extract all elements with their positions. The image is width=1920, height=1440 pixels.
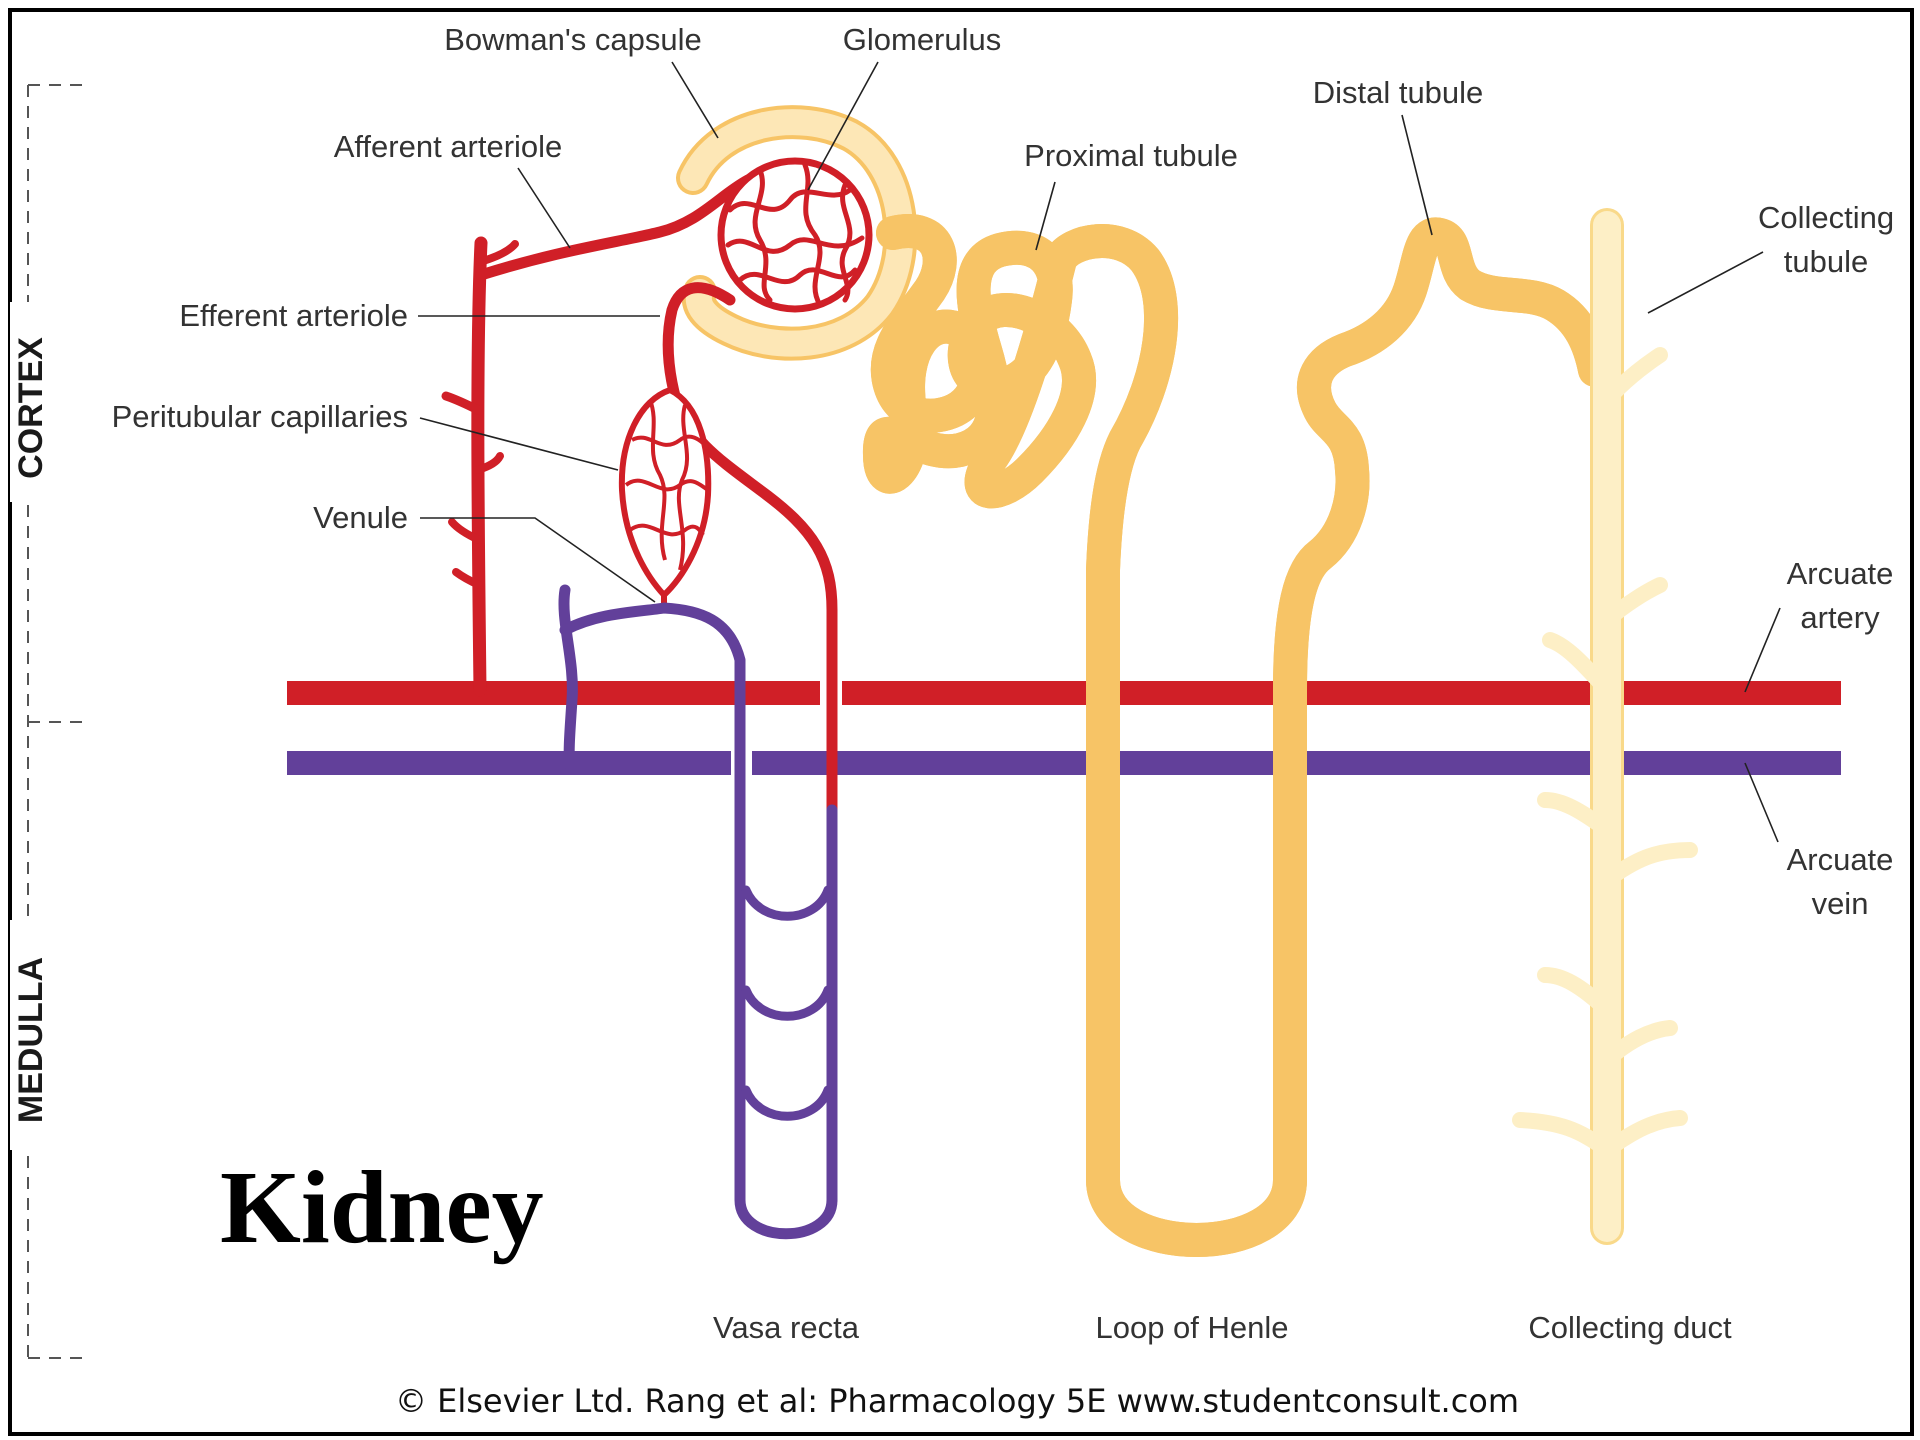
label-collecting-duct: Collecting duct: [1528, 1310, 1732, 1345]
label-vasa-recta: Vasa recta: [713, 1310, 860, 1345]
label-arcuate-artery-1: Arcuate: [1787, 556, 1894, 591]
renal-tubule: [880, 231, 1595, 1240]
label-venule: Venule: [313, 500, 408, 535]
label-bowmans-capsule: Bowman's capsule: [444, 22, 702, 57]
label-collecting-tubule-1: Collecting: [1758, 200, 1894, 235]
label-arcuate-vein-2: vein: [1812, 886, 1869, 921]
diagram-title: Kidney: [220, 1150, 544, 1265]
label-arcuate-artery-2: artery: [1800, 600, 1880, 635]
label-peritubular-capillaries: Peritubular capillaries: [112, 399, 408, 434]
afferent-arteriole: [481, 180, 748, 275]
credit-line: © Elsevier Ltd. Rang et al: Pharmacology…: [395, 1382, 1519, 1420]
peritubular-capillaries: [622, 390, 708, 605]
medulla-label: MEDULLA: [12, 957, 50, 1123]
vasa-recta: [740, 810, 832, 1234]
label-proximal-tubule: Proximal tubule: [1024, 138, 1238, 173]
label-loop-of-henle: Loop of Henle: [1095, 1310, 1288, 1345]
interlobular-artery: [446, 243, 515, 690]
glomerulus: [721, 161, 869, 309]
label-collecting-tubule-2: tubule: [1784, 244, 1868, 279]
collecting-duct: [1520, 225, 1690, 1228]
label-afferent-arteriole: Afferent arteriole: [334, 129, 563, 164]
label-distal-tubule: Distal tubule: [1313, 75, 1484, 110]
label-glomerulus: Glomerulus: [843, 22, 1002, 57]
label-efferent-arteriole: Efferent arteriole: [179, 298, 408, 333]
cortex-label: CORTEX: [12, 337, 50, 479]
zone-scale: CORTEX MEDULLA: [10, 85, 86, 1358]
label-arcuate-vein-1: Arcuate: [1787, 842, 1894, 877]
